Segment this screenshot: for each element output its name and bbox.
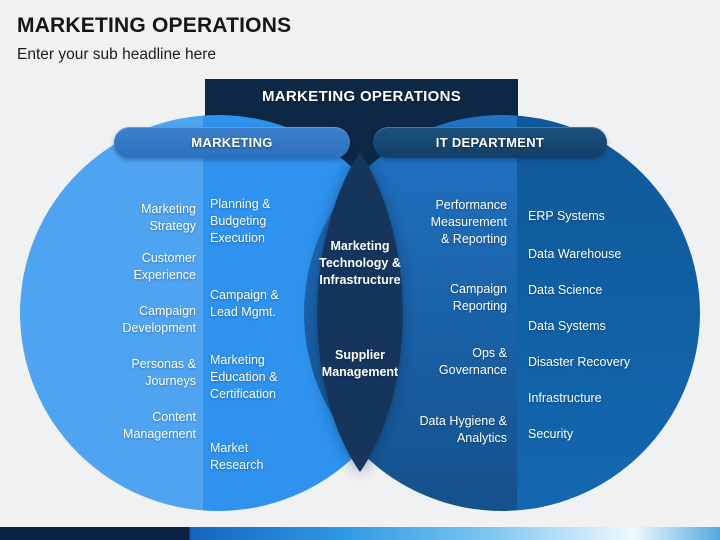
it-outer-item: Data Science — [528, 283, 603, 297]
it-outer-item: Disaster Recovery — [528, 355, 631, 369]
center-lens — [317, 152, 403, 472]
marketing-pill-label: MARKETING — [191, 135, 273, 150]
it-outer-item: Infrastructure — [528, 391, 602, 405]
overlap-item: Marketing Technology & Infrastructure — [319, 239, 401, 287]
marketing-outer-item: Campaign Development — [122, 304, 196, 335]
operations-header-label: MARKETING OPERATIONS — [261, 88, 462, 105]
marketing-inner-item: Campaign & Lead Mgmt. — [210, 288, 279, 319]
marketing-inner-item: Market Research — [210, 441, 264, 472]
it-outer-item: Security — [528, 427, 574, 441]
marketing-outer-item: Content Management — [123, 410, 196, 441]
marketing-inner-item: Marketing Education & Certification — [210, 353, 278, 401]
bottom-accent-bar — [0, 527, 720, 540]
marketing-outer-item: Personas & Journeys — [131, 357, 196, 388]
it-department-pill-label: IT DEPARTMENT — [435, 135, 545, 150]
it-inner-item: Performance Measurement & Reporting — [430, 198, 507, 246]
it-inner-item: Ops & Governance — [438, 346, 507, 377]
it-outer-item: Data Warehouse — [528, 247, 622, 261]
it-inner-item: Data Hygiene & Analytics — [419, 414, 507, 445]
it-outer-band — [517, 115, 700, 511]
marketing-outer-item: Marketing Strategy — [141, 202, 196, 233]
marketing-outer-item: Customer Experience — [133, 251, 196, 282]
marketing-pill: MARKETING — [114, 127, 350, 158]
page-subtitle: Enter your sub headline here — [17, 46, 217, 63]
marketing-inner-item: Planning & Budgeting Execution — [210, 197, 271, 245]
it-inner-item: Campaign Reporting — [450, 282, 507, 313]
overlap-item: Supplier Management — [321, 348, 399, 379]
page-title: MARKETING OPERATIONS — [17, 14, 292, 37]
it-department-pill: IT DEPARTMENT — [373, 127, 607, 158]
it-outer-item: ERP Systems — [528, 209, 605, 223]
it-outer-item: Data Systems — [528, 319, 606, 333]
